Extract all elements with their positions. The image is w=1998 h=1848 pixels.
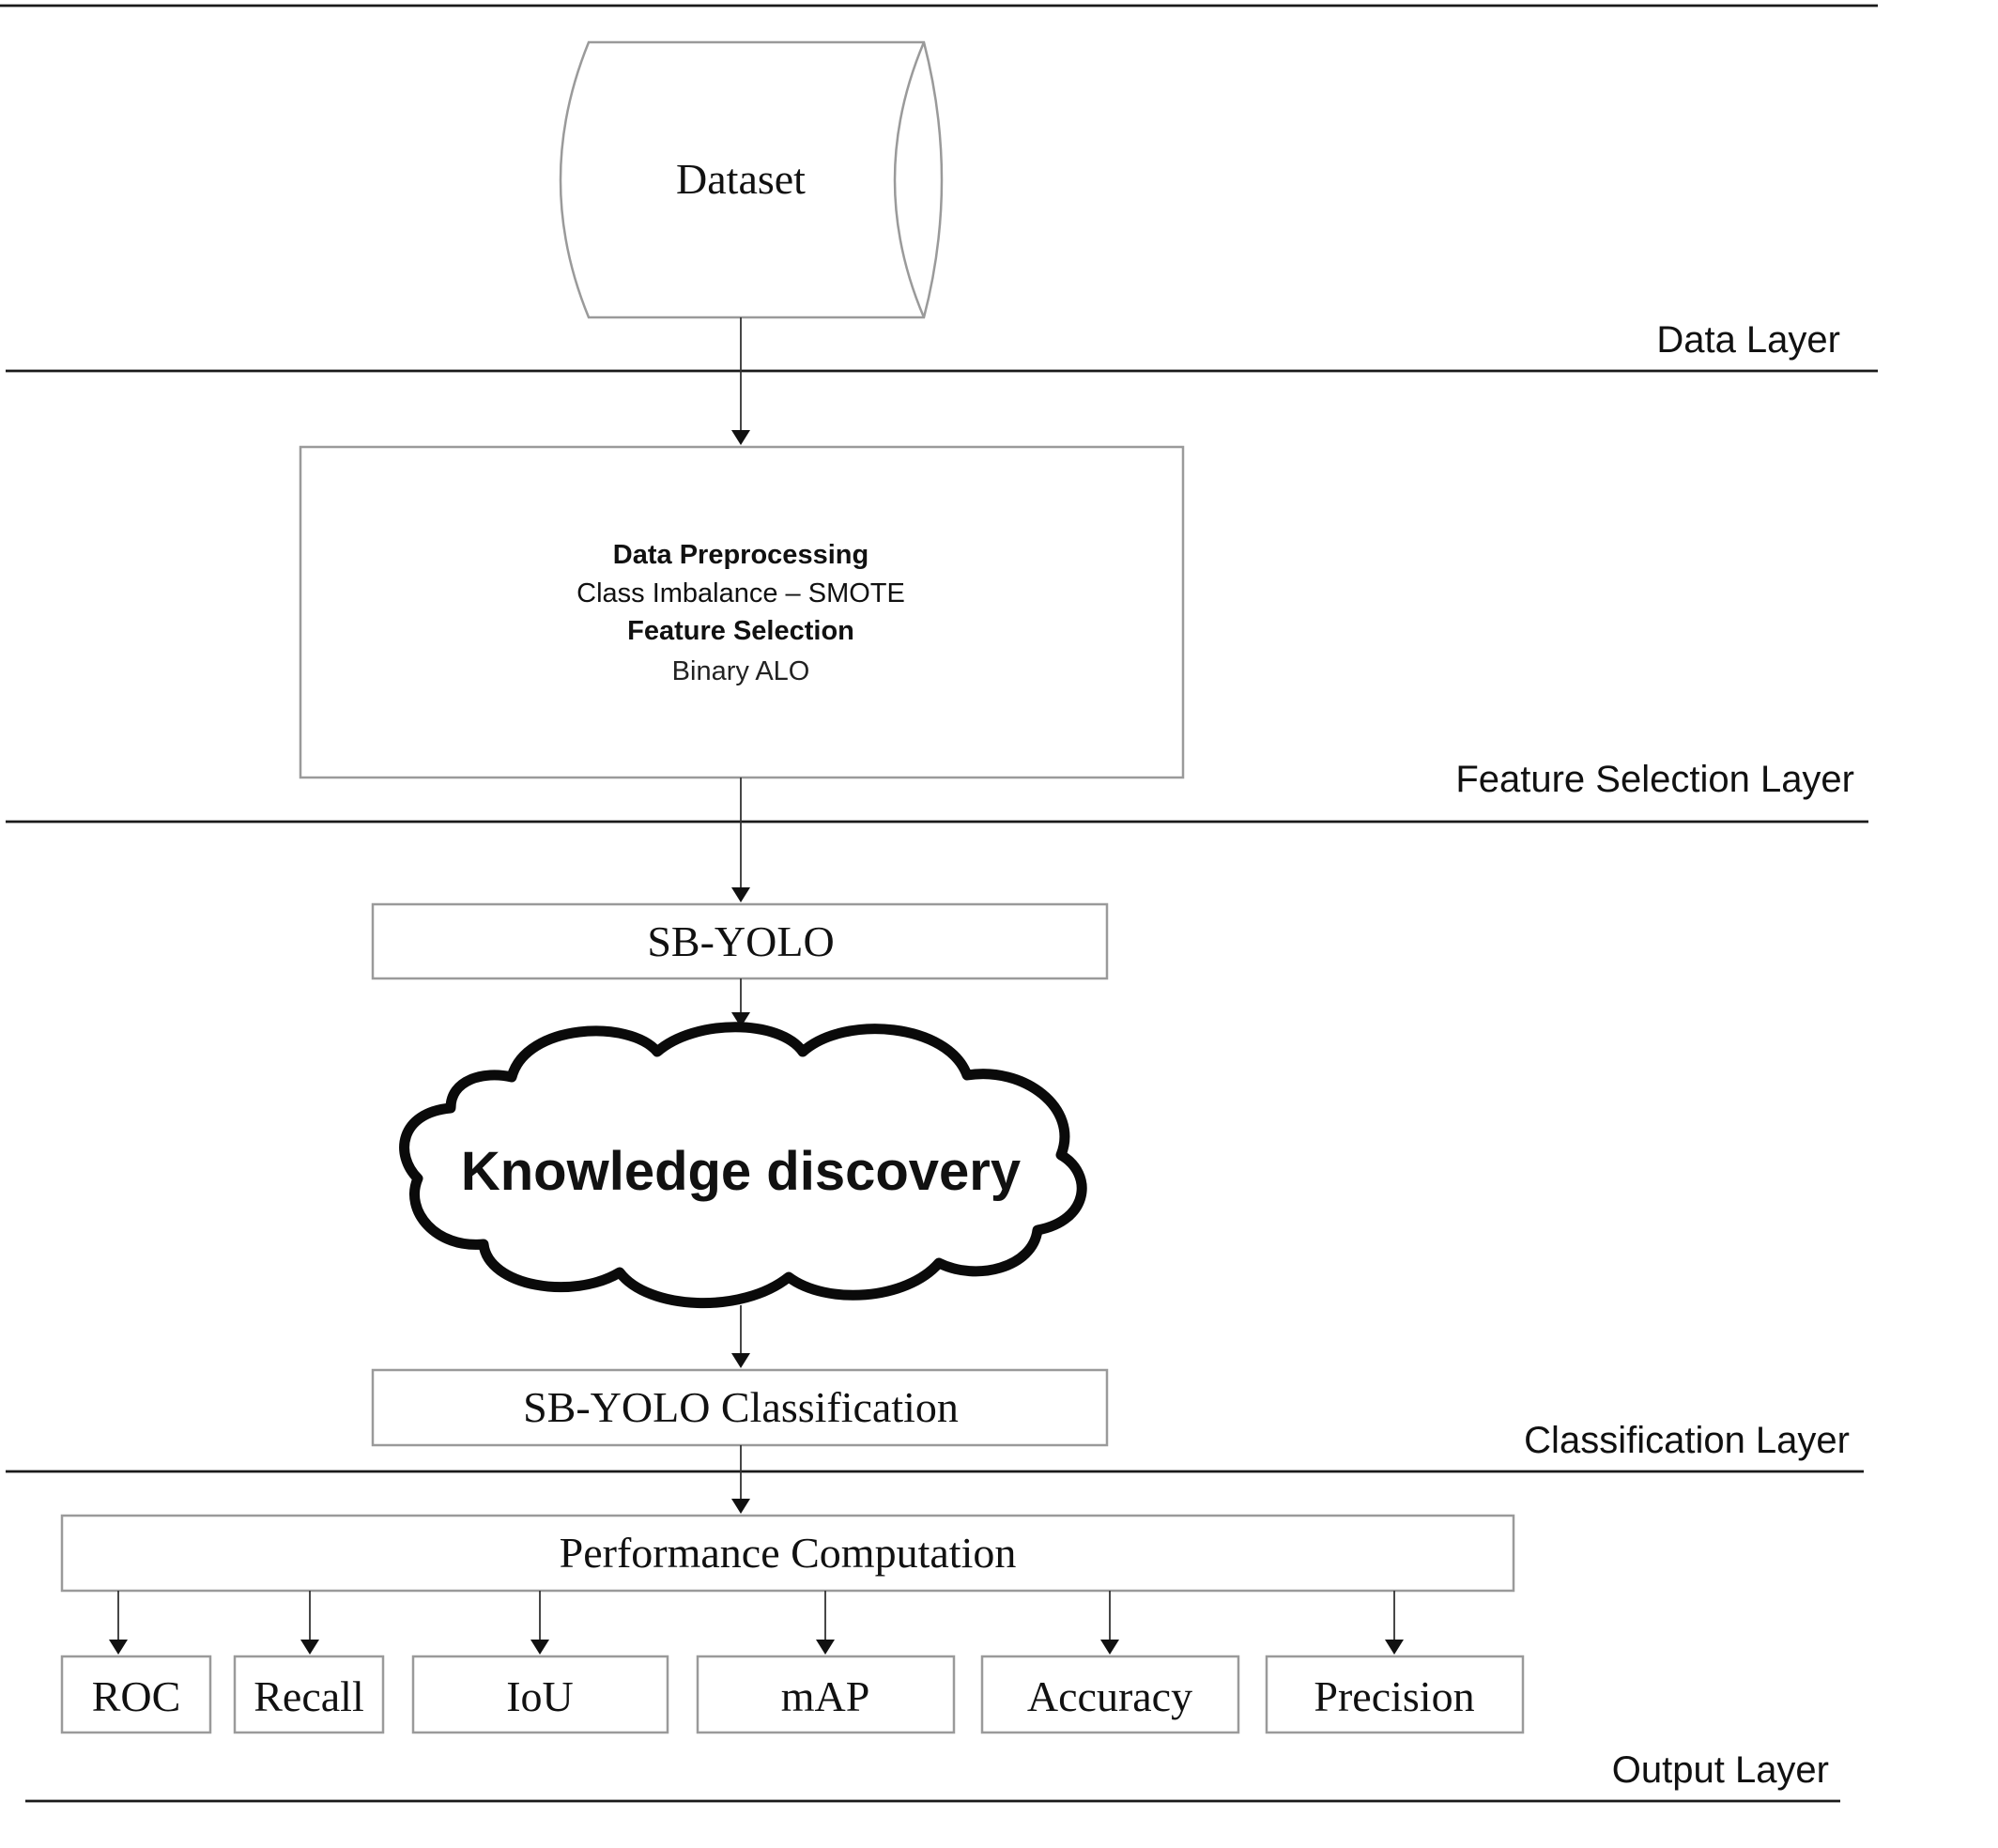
feature-selection-title: Feature Selection xyxy=(627,616,854,646)
metric-label-map: mAP xyxy=(781,1672,870,1720)
preprocessing-box: Data Preprocessing Class Imbalance – SMO… xyxy=(299,445,1185,779)
metric-label-precision: Precision xyxy=(1314,1672,1474,1720)
performance-computation-box: Performance Computation xyxy=(60,1514,1515,1593)
metric-iou: IoU xyxy=(411,1591,669,1734)
cloud-shape xyxy=(399,1022,1087,1309)
metric-label-accuracy: Accuracy xyxy=(1027,1672,1192,1720)
metric-label-roc: ROC xyxy=(92,1672,181,1720)
dataset-cylinder: Dataset xyxy=(559,40,944,319)
output-layer-label: Output Layer xyxy=(1612,1749,1829,1791)
metric-label-iou: IoU xyxy=(506,1672,574,1720)
metric-roc: ROC xyxy=(60,1591,212,1734)
data-layer-label: Data Layer xyxy=(1656,319,1840,361)
arrowhead-sbyolo-cloud xyxy=(731,1012,750,1027)
sb-yolo-box: SB-YOLO xyxy=(371,902,1109,980)
performance-computation-label: Performance Computation xyxy=(560,1529,1017,1577)
sb-yolo-label: SB-YOLO xyxy=(647,917,834,965)
metric-group: ROC Recall IoU mAP Accuracy xyxy=(60,1591,1525,1734)
cylinder-end-curve xyxy=(893,41,926,318)
knowledge-discovery-label: Knowledge discovery xyxy=(461,1141,1021,1202)
arrowhead-classification-performance xyxy=(731,1499,750,1514)
feature-selection-layer-label: Feature Selection Layer xyxy=(1455,759,1854,800)
metric-map: mAP xyxy=(696,1591,956,1734)
knowledge-discovery-cloud: Knowledge discovery xyxy=(399,1022,1087,1309)
arrowhead-cloud-classification xyxy=(731,1353,750,1368)
arrowhead-preprocessing-sbyolo xyxy=(731,887,750,902)
classification-layer-label: Classification Layer xyxy=(1524,1420,1850,1461)
sb-yolo-classification-box: SB-YOLO Classification xyxy=(371,1368,1109,1447)
metric-precision: Precision xyxy=(1265,1591,1525,1734)
preprocessing-title: Data Preprocessing xyxy=(613,540,868,570)
metric-accuracy: Accuracy xyxy=(980,1591,1240,1734)
metric-recall: Recall xyxy=(233,1591,385,1734)
sb-yolo-classification-label: SB-YOLO Classification xyxy=(523,1383,959,1431)
metric-label-recall: Recall xyxy=(254,1672,364,1720)
arrowhead-dataset-preprocessing xyxy=(731,430,750,445)
class-imbalance-line: Class Imbalance – SMOTE xyxy=(576,578,905,608)
dataset-label: Dataset xyxy=(676,155,806,203)
binary-alo-line: Binary ALO xyxy=(672,656,810,686)
